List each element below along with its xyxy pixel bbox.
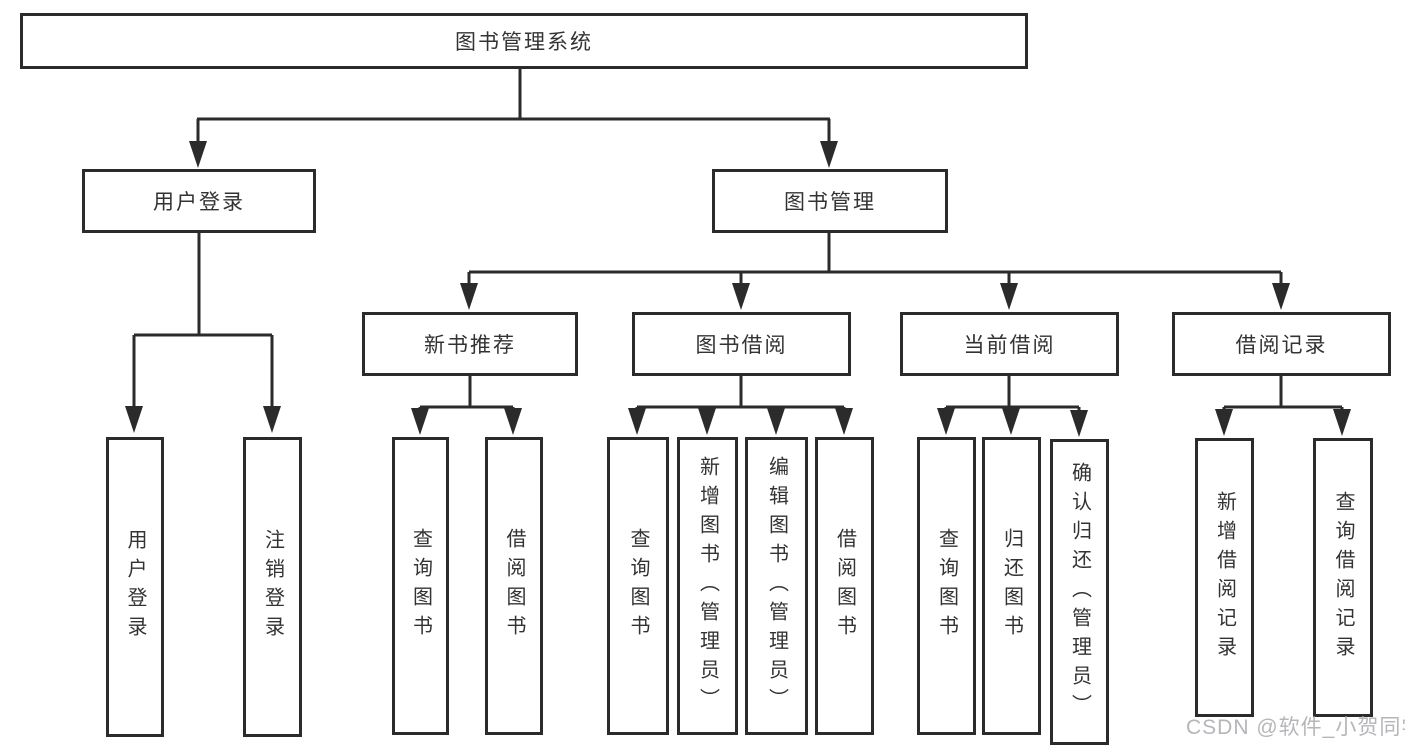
leaf-query-books-borrowing: 查询图书: [607, 437, 669, 735]
leaf-query-books-recommend: 查询图书: [392, 437, 449, 735]
node-borrow-records: 借阅记录: [1172, 312, 1391, 376]
node-book-management: 图书管理: [712, 169, 948, 233]
node-user-login: 用户登录: [82, 169, 316, 233]
node-new-book-recommend: 新书推荐: [362, 312, 578, 376]
leaf-add-borrow-record: 新增借阅记录: [1195, 438, 1254, 717]
leaf-edit-books-admin: 编辑图书（管理员）: [745, 437, 808, 735]
leaf-add-books-admin: 新增图书（管理员）: [677, 437, 738, 735]
leaf-confirm-return-admin: 确认归还（管理员）: [1050, 439, 1109, 745]
leaf-return-books: 归还图书: [982, 437, 1041, 735]
csdn-watermark: CSDN @软件_小贺同学: [1186, 716, 1405, 739]
leaf-borrow-books-recommend: 借阅图书: [485, 437, 543, 735]
leaf-borrow-books-borrowing: 借阅图书: [815, 437, 874, 735]
leaf-user-login: 用户登录: [106, 437, 164, 737]
node-current-borrowing: 当前借阅: [900, 312, 1119, 376]
node-library-management-system: 图书管理系统: [20, 13, 1028, 69]
node-book-borrowing: 图书借阅: [632, 312, 851, 376]
leaf-query-books-current: 查询图书: [917, 437, 976, 735]
leaf-query-borrow-record: 查询借阅记录: [1313, 438, 1373, 717]
leaf-logout: 注销登录: [243, 437, 302, 737]
